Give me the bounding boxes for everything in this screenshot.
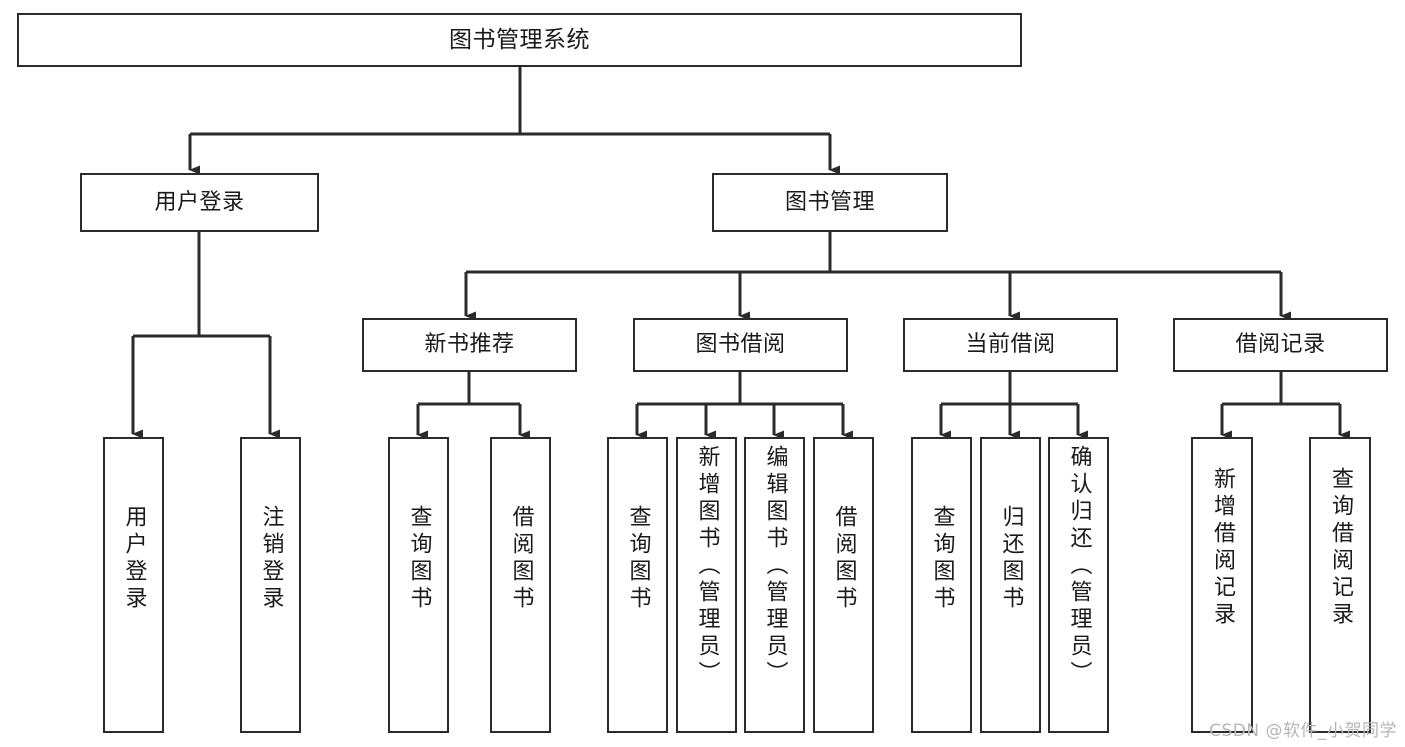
leaf-query-book-1[interactable]: 查询图书 <box>388 437 449 733</box>
leaf-query-book-3[interactable]: 查询图书 <box>911 437 972 733</box>
node-new-book-recommend[interactable]: 新书推荐 <box>362 318 577 372</box>
csdn-watermark: CSDN @软件_小贺同学 <box>1209 721 1397 741</box>
node-new-book-recommend-label: 新书推荐 <box>424 332 515 358</box>
leaf-borrow-book-1[interactable]: 借阅图书 <box>490 437 551 733</box>
node-root-label: 图书管理系统 <box>449 26 590 53</box>
node-book-borrow[interactable]: 图书借阅 <box>633 318 848 372</box>
node-book-borrow-label: 图书借阅 <box>695 332 786 358</box>
node-user-login[interactable]: 用户登录 <box>80 173 319 232</box>
leaf-borrow-book-1-label: 借阅图书 <box>508 505 534 613</box>
leaf-user-logout-label: 注销登录 <box>258 505 284 613</box>
leaf-return-book-label: 归还图书 <box>998 505 1024 613</box>
leaf-add-book[interactable]: 新增图书（管理员） <box>676 437 737 733</box>
node-root[interactable]: 图书管理系统 <box>17 13 1022 67</box>
node-book-manage-label: 图书管理 <box>784 189 875 215</box>
leaf-borrow-book-2-label: 借阅图书 <box>831 505 857 613</box>
leaf-query-record-label: 查询借阅记录 <box>1328 467 1353 629</box>
leaf-user-login[interactable]: 用户登录 <box>103 437 164 733</box>
node-borrow-record-label: 借阅记录 <box>1235 332 1326 358</box>
leaf-edit-book[interactable]: 编辑图书（管理员） <box>744 437 805 733</box>
leaf-edit-book-label: 编辑图书（管理员） <box>762 445 788 688</box>
leaf-query-book-1-label: 查询图书 <box>406 505 432 613</box>
leaf-add-record[interactable]: 新增借阅记录 <box>1191 437 1253 733</box>
leaf-query-book-3-label: 查询图书 <box>929 505 955 613</box>
leaf-query-record[interactable]: 查询借阅记录 <box>1309 437 1371 733</box>
leaf-add-record-label: 新增借阅记录 <box>1210 467 1235 629</box>
node-book-manage[interactable]: 图书管理 <box>712 173 948 232</box>
leaf-borrow-book-2[interactable]: 借阅图书 <box>813 437 874 733</box>
leaf-confirm-return-label: 确认归还（管理员） <box>1066 445 1092 688</box>
leaf-confirm-return[interactable]: 确认归还（管理员） <box>1048 437 1109 733</box>
node-borrow-record[interactable]: 借阅记录 <box>1173 318 1388 372</box>
leaf-query-book-2-label: 查询图书 <box>625 505 651 613</box>
node-user-login-label: 用户登录 <box>154 189 245 215</box>
leaf-query-book-2[interactable]: 查询图书 <box>607 437 668 733</box>
leaf-add-book-label: 新增图书（管理员） <box>694 445 720 688</box>
node-current-borrow-label: 当前借阅 <box>965 332 1056 358</box>
node-current-borrow[interactable]: 当前借阅 <box>903 318 1118 372</box>
leaf-user-login-label: 用户登录 <box>121 505 147 613</box>
leaf-user-logout[interactable]: 注销登录 <box>240 437 301 733</box>
leaf-return-book[interactable]: 归还图书 <box>980 437 1041 733</box>
